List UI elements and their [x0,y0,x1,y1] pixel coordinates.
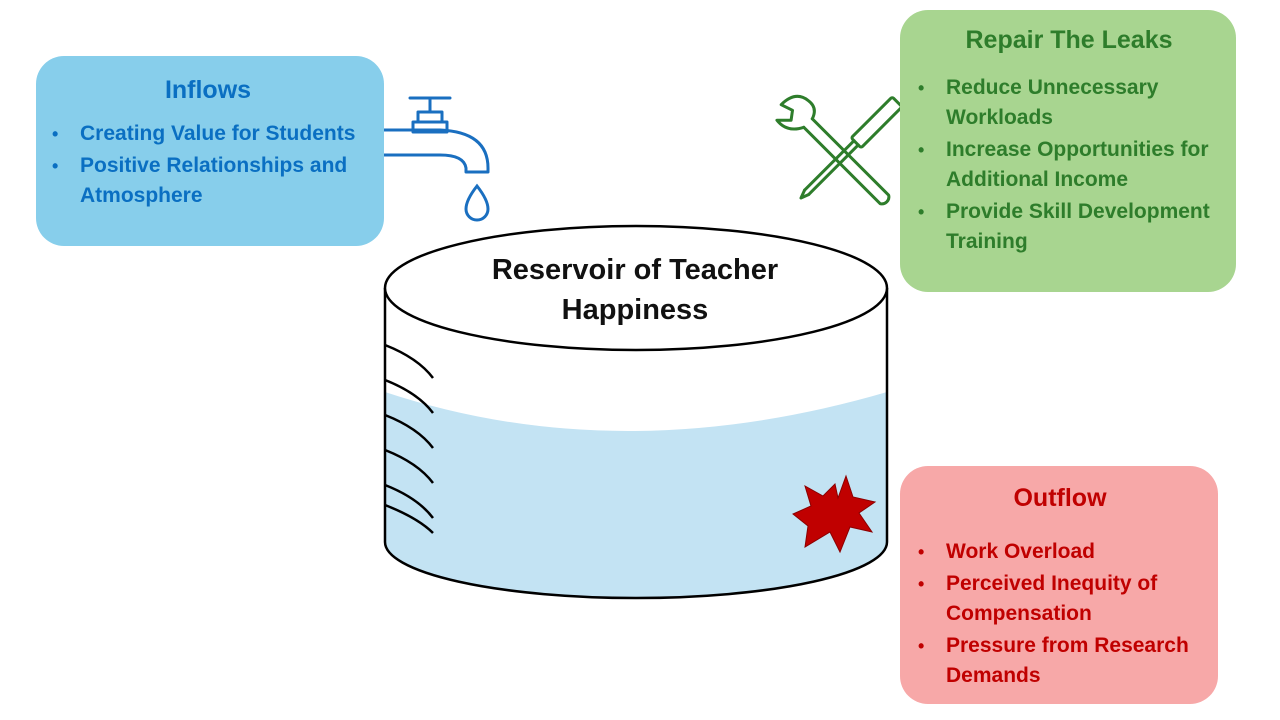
list-item: Creating Value for Students [46,119,370,149]
inflows-title: Inflows [164,76,252,104]
list-item: Work Overload [912,537,1208,567]
reservoir-walls [383,288,889,600]
outflow-box: Outflow Work Overload Perceived Inequity… [900,466,1218,704]
repair-leaks-box: Repair The Leaks Reduce Unnecessary Work… [900,10,1236,292]
faucet-icon [382,96,490,174]
list-item: Pressure from Research Demands [912,631,1208,691]
reservoir-tank [383,224,889,600]
inflows-box: Inflows Creating Value for Students Posi… [36,56,384,246]
water-drop-icon [464,183,490,222]
list-item: Provide Skill Development Training [912,197,1226,257]
list-item: Perceived Inequity of Compensation [912,569,1208,629]
outflow-list: Work Overload Perceived Inequity of Comp… [912,537,1208,691]
list-item: Increase Opportunities for Additional In… [912,135,1226,195]
leak-burst-icon [792,474,877,554]
tools-icon [775,94,903,206]
outflow-title: Outflow [1013,484,1107,512]
repair-leaks-list: Reduce Unnecessary Workloads Increase Op… [912,73,1226,257]
repair-leaks-title: Repair The Leaks [965,26,1173,54]
list-item: Reduce Unnecessary Workloads [912,73,1226,133]
reservoir-lid [383,224,889,352]
reservoir-water [385,392,887,598]
list-item: Positive Relationships and Atmosphere [46,151,370,211]
measurement-marks [384,343,434,534]
reservoir-title: Reservoir of Teacher Happiness [491,254,779,326]
inflows-list: Creating Value for Students Positive Rel… [46,119,370,211]
